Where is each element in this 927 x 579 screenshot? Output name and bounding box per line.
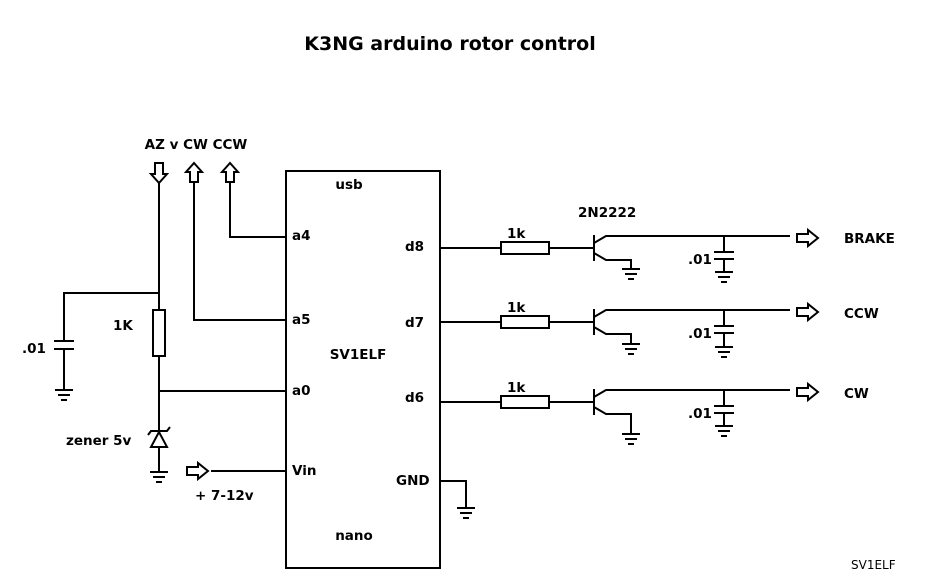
capacitor-left [54, 340, 74, 350]
left-wiring [63, 181, 287, 473]
ground-cw-cap [714, 425, 734, 437]
cw-capacitor-label: .01 [688, 406, 712, 422]
output-channel-cw [439, 389, 790, 433]
ccw-output-label: CCW [844, 306, 879, 322]
ccw-resistor-label: 1k [507, 300, 526, 316]
ground-board [456, 507, 476, 519]
board-usb-label: usb [335, 177, 363, 193]
input-header-label: AZ v CW CCW [145, 137, 248, 153]
output-channel-ccw [439, 309, 790, 347]
pin-gnd-label: GND [396, 473, 430, 489]
pin-a5-label: a5 [292, 312, 311, 328]
pin-d6-label: d6 [405, 390, 424, 406]
zener-label: zener 5v [66, 433, 132, 449]
signature-label: SV1ELF [851, 558, 896, 572]
board-name-label: SV1ELF [330, 347, 387, 363]
ground-zener [149, 471, 169, 483]
output-channel-brake [439, 235, 790, 272]
cw-output-label: CW [844, 386, 869, 402]
ground-brake-emitter [621, 268, 641, 280]
pin-d7-label: d7 [405, 315, 424, 331]
ccw-input-arrow [219, 161, 241, 183]
ground-brake-cap [714, 271, 734, 283]
ground-cap-left [54, 389, 74, 401]
brake-resistor-label: 1k [507, 226, 526, 242]
pin-a0-label: a0 [292, 383, 311, 399]
power-input-label: + 7-12v [195, 488, 254, 504]
ground-cw-emitter [621, 433, 641, 445]
transistor-label: 2N2222 [578, 205, 636, 221]
pin-vin-label: Vin [292, 463, 316, 479]
cw-resistor-label: 1k [507, 380, 526, 396]
pin-a4-label: a4 [292, 228, 311, 244]
board-gnd-wire [439, 480, 467, 508]
power-input-arrow [186, 462, 209, 480]
cw-output-arrow [796, 383, 819, 401]
brake-output-label: BRAKE [844, 231, 895, 247]
az-input-arrow [148, 162, 170, 185]
cw-input-arrow [183, 161, 205, 183]
resistor-1k-left-label: 1K [113, 318, 133, 334]
resistor-1k-left [152, 309, 166, 357]
ccw-capacitor-label: .01 [688, 326, 712, 342]
brake-capacitor-label: .01 [688, 252, 712, 268]
brake-output-arrow [796, 229, 819, 247]
arduino-nano-board [285, 170, 441, 569]
zener-diode [147, 426, 171, 448]
ccw-output-arrow [796, 303, 819, 321]
pin-d8-label: d8 [405, 239, 424, 255]
ground-ccw-cap [714, 346, 734, 358]
capacitor-left-label: .01 [22, 341, 46, 357]
ground-ccw-emitter [621, 343, 641, 355]
schematic-title: K3NG arduino rotor control [304, 33, 596, 55]
board-nano-label: nano [335, 528, 373, 544]
